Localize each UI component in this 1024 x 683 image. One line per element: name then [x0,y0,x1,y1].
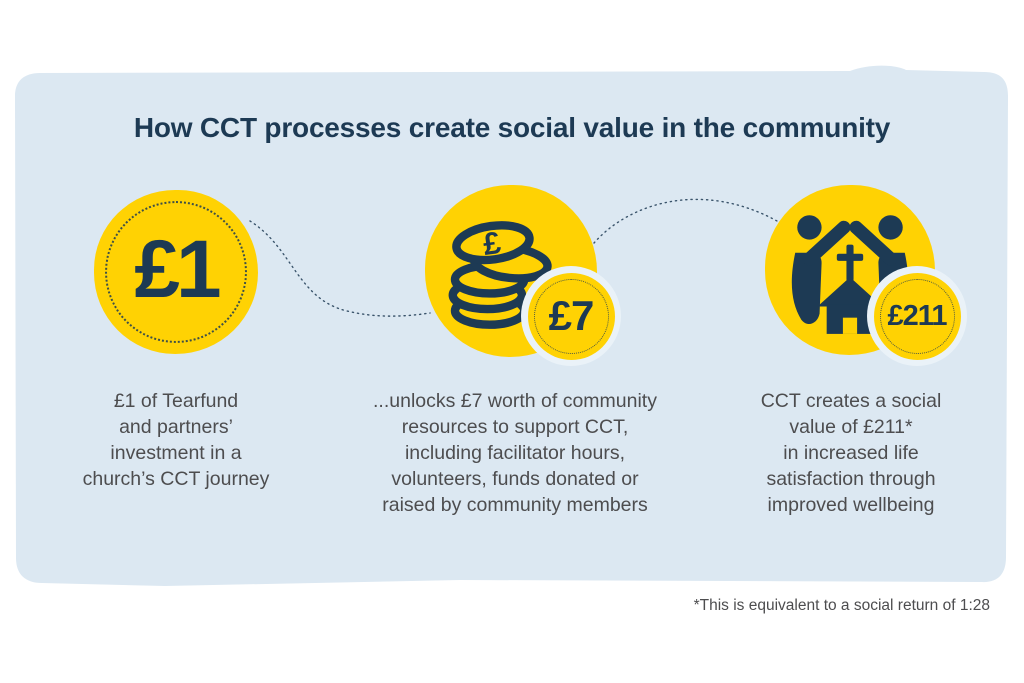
step3-badge: £211 [867,266,967,366]
step3-badge-label: £211 [887,299,948,332]
step3-badge-dotted-ring [879,278,955,354]
step1-coin-circle: £1 [94,190,258,354]
church-door [842,317,858,334]
coins-icon: £ [448,221,552,329]
step2-badge-dotted-ring [533,278,609,354]
step1-description: £1 of Tearfund and partners’ investment … [82,390,270,490]
coin-pound-symbol: £ [481,225,504,262]
step2-badge-label: £7 [548,292,595,339]
infographic-title: How CCT processes create social value in… [133,112,891,143]
step3-badge-coin: £211 [873,272,961,360]
step2-description: ...unlocks £7 worth of community resourc… [373,390,657,516]
step1-dotted-ring [105,201,247,343]
footnote: *This is equivalent to a social return o… [693,597,990,614]
left-person-arm [802,220,851,266]
left-person-body [791,252,822,325]
right-person-head [878,215,903,240]
right-person-arm [849,220,898,266]
step3-description: CCT creates a social value of £211* in i… [760,390,942,516]
left-person-head [797,215,822,240]
step1-amount-label: £1 [134,224,221,315]
step2-badge: £7 [521,266,621,366]
step2-badge-coin: £7 [527,272,615,360]
